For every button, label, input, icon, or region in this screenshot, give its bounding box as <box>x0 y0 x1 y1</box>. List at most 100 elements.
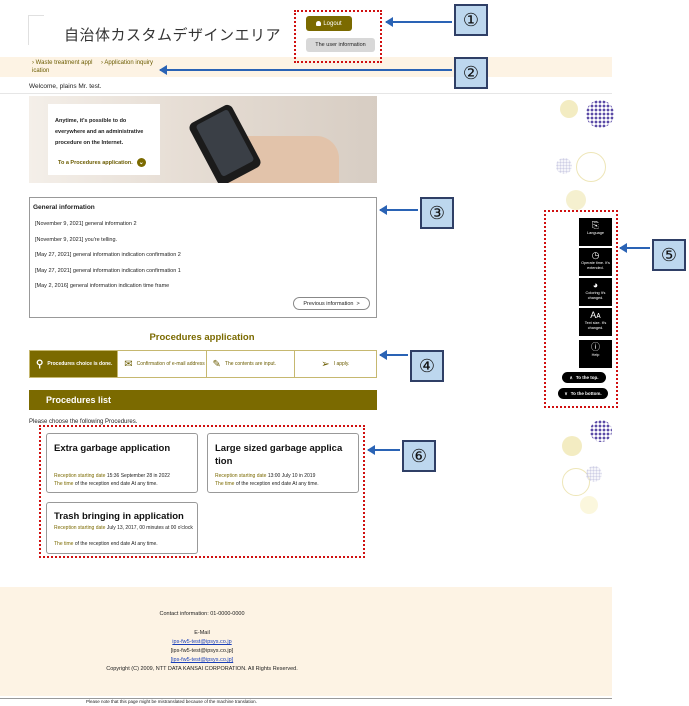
info-item[interactable]: [November 9, 2021] you're telling. <box>35 237 118 243</box>
hero-text: Anytime, it's possible to do everywhere … <box>55 118 144 146</box>
decor-circle <box>562 436 582 456</box>
copyright: Copyright (C) 2009, NTT DATA KANSAI CORP… <box>106 666 298 672</box>
chevron-down-icon: ⌄ <box>136 158 146 167</box>
page: 自治体カスタムデザインエリア Logout The user informati… <box>0 15 614 706</box>
decor-dots <box>590 420 612 442</box>
annotation-arrow <box>159 65 452 75</box>
decor-circle <box>566 190 586 210</box>
annotation-box-1 <box>294 10 382 63</box>
chevron-right-icon: > <box>356 300 360 307</box>
annotation-box-6 <box>39 425 365 558</box>
site-title: 自治体カスタムデザインエリア <box>64 26 282 44</box>
previous-information-button[interactable]: Previous information > <box>293 297 370 310</box>
send-icon: ➢ <box>321 358 330 370</box>
email-text: [ips-fw5-test@ipsys.co.jp] <box>170 648 234 654</box>
procedures-list-header: Procedures list <box>29 390 377 410</box>
reception-start-label: Reception starting date <box>215 473 267 479</box>
annotation-arrow <box>379 205 418 215</box>
decor-ring <box>576 152 606 182</box>
info-item[interactable]: [November 9, 2021] general information 2 <box>35 221 137 227</box>
translation-note-bar <box>0 698 612 706</box>
card-title: Extra garbage application <box>54 443 171 454</box>
email-link[interactable]: ips-fw5-test@ipsys.co.jp <box>172 639 232 645</box>
coloring-button[interactable]: ◕ Coloring It's changed. <box>579 278 612 306</box>
language-icon: ⎘ <box>591 220 600 230</box>
welcome-text: Welcome, plains Mr. test. <box>29 83 102 90</box>
reception-end-label: The time <box>215 481 235 487</box>
chevron-right-icon: › <box>101 60 103 66</box>
annotation-number-2: ② <box>454 57 488 89</box>
step-choose-procedure: ⚲ Procedures choice is done. <box>30 351 119 377</box>
decor-ring <box>562 468 590 496</box>
to-top-button[interactable]: ∧ To the top. <box>562 372 606 383</box>
reception-end-value: of the reception end date At any time. <box>74 541 158 547</box>
to-bottom-button[interactable]: ∨ To the bottom. <box>558 388 608 399</box>
help-button[interactable]: ⓘ Help <box>579 340 612 368</box>
decor-circle <box>580 496 598 514</box>
reception-end-value: of the reception end date At any time. <box>235 481 319 487</box>
annotation-number-4: ④ <box>410 350 444 382</box>
decor-dots <box>586 100 614 128</box>
text-size-icon: Aᴀ <box>590 310 601 320</box>
logout-label: Logout <box>323 20 342 27</box>
contact-info: Contact information: 01-0000-0000 <box>159 611 245 617</box>
procedures-application-title: Procedures application <box>149 332 255 343</box>
annotation-arrow <box>379 350 408 360</box>
annotation-arrow <box>367 445 400 455</box>
reception-start-label: Reception starting date <box>54 473 106 479</box>
info-item[interactable]: [May 27, 2021] general information indic… <box>35 252 181 258</box>
reception-start-label: Reception starting date <box>54 525 106 531</box>
logout-button[interactable]: Logout <box>306 16 352 31</box>
extend-time-button[interactable]: ◷ Operate time. It's extended. <box>579 248 612 276</box>
language-button[interactable]: ⎘ Language <box>579 218 612 246</box>
reception-end-value: of the reception end date At any time. <box>74 481 158 487</box>
email-link[interactable]: [ips-fw5-test@ipsys.co.jp] <box>170 657 234 663</box>
breadcrumb-item-application-inquiry[interactable]: › Application inquiry <box>101 60 154 66</box>
step-apply: ➢ I apply. <box>321 358 350 370</box>
annotation-number-5: ⑤ <box>652 239 686 271</box>
divider <box>0 93 612 94</box>
reception-start-value: July 13, 2017, 00 minutes at 00 o'clock <box>106 525 193 531</box>
procedure-card[interactable]: Large sized garbage application Receptio… <box>207 433 359 493</box>
user-icon <box>316 21 322 26</box>
card-title: Large sized garbage application <box>215 443 343 467</box>
procedure-card[interactable]: Trash bringing in application Reception … <box>46 502 198 554</box>
email-label: E-Mail <box>194 630 210 636</box>
info-item[interactable]: [May 2, 2016] general information indica… <box>35 283 170 289</box>
translation-note: Please note that this page might be mist… <box>86 699 257 704</box>
mail-icon: ✉ <box>124 358 133 370</box>
decor-dots <box>556 158 572 174</box>
annotation-arrow <box>619 243 650 253</box>
footer <box>0 587 612 696</box>
procedures-application-link[interactable]: To a Procedures application. ⌄ <box>58 158 146 167</box>
breadcrumb-item-waste-treatment[interactable]: › Waste treatment appl ication <box>32 60 93 74</box>
reception-end-label: The time <box>54 541 74 547</box>
info-item[interactable]: [May 27, 2021] general information indic… <box>35 268 181 274</box>
chevron-right-icon: › <box>32 60 34 66</box>
step-input-contents: ✎ The contents are input. <box>207 351 295 377</box>
procedure-steps: ⚲ Procedures choice is done. ✉ Confirmat… <box>29 350 377 378</box>
search-icon: ⚲ <box>36 358 44 370</box>
step-confirm-email: ✉ Confirmation of e-mail address <box>118 351 207 377</box>
chevron-up-icon: ∧ <box>569 374 573 380</box>
chevron-down-icon: ∨ <box>564 390 568 396</box>
reception-start-value: 13:00 July 10 in 2019 <box>267 473 316 479</box>
annotation-number-3: ③ <box>420 197 454 229</box>
logo <box>28 15 44 45</box>
palette-icon: ◕ <box>592 280 599 290</box>
procedures-list-description: Please choose the following Procedures. <box>29 419 138 425</box>
annotation-number-1: ① <box>454 4 488 36</box>
reception-end-label: The time <box>54 481 74 487</box>
decor-circle <box>560 100 578 118</box>
card-title: Trash bringing in application <box>54 511 184 522</box>
annotation-box-5 <box>544 210 618 408</box>
general-information-title: General information <box>33 204 95 211</box>
user-information-button[interactable]: The user information <box>306 38 375 52</box>
help-icon: ⓘ <box>590 342 600 352</box>
pencil-icon: ✎ <box>212 358 221 370</box>
decor-dots <box>586 466 602 482</box>
procedure-card[interactable]: Extra garbage application Reception star… <box>46 433 198 493</box>
annotation-arrow <box>385 17 452 27</box>
text-size-button[interactable]: Aᴀ Text size. It's changed. <box>579 308 612 336</box>
timer-icon: ◷ <box>591 250 600 260</box>
